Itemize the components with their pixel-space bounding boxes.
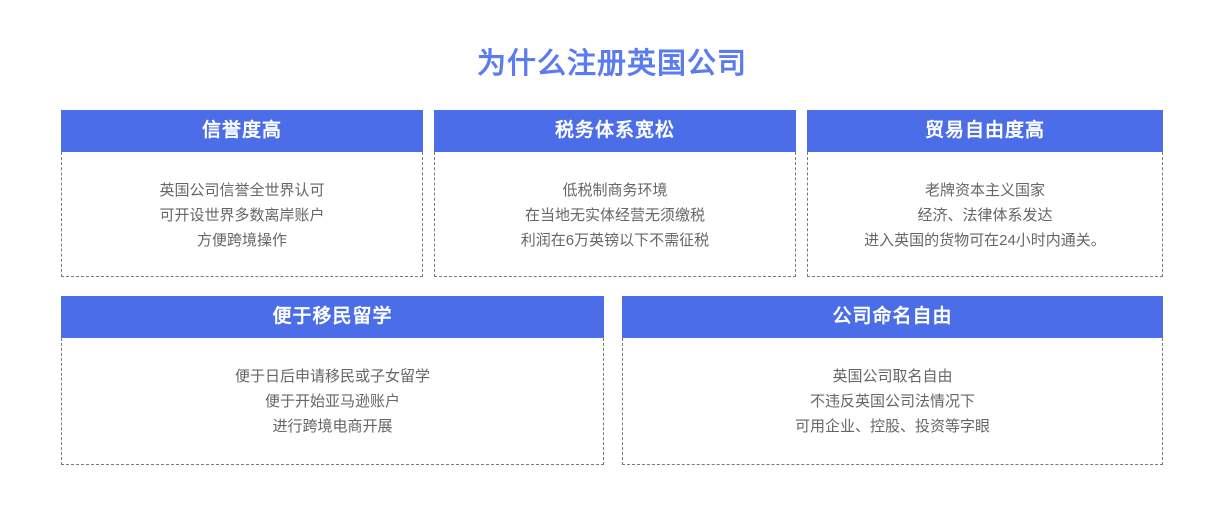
- benefit-line: 经济、法律体系发达: [917, 207, 1053, 224]
- benefit-card-trade: 贸易自由度高 老牌资本主义国家 经济、法律体系发达 进入英国的货物可在24小时内…: [806, 110, 1163, 277]
- benefit-card-header: 信誉度高: [61, 110, 423, 152]
- benefit-line: 便于日后申请移民或子女留学: [234, 368, 430, 385]
- benefit-line: 便于开始亚马逊账户: [264, 393, 400, 410]
- benefit-line: 可用企业、控股、投资等字眼: [794, 418, 990, 435]
- benefit-card-reputation: 信誉度高 英国公司信誉全世界认可 可开设世界多数离岸账户 方便跨境操作: [61, 110, 423, 277]
- benefit-card-tax: 税务体系宽松 低税制商务环境 在当地无实体经营无须缴税 利润在6万英镑以下不需征…: [433, 110, 796, 277]
- benefits-row-top: 信誉度高 英国公司信誉全世界认可 可开设世界多数离岸账户 方便跨境操作 税务体系…: [61, 110, 1163, 277]
- benefit-line: 低税制商务环境: [562, 182, 668, 199]
- benefit-line: 老牌资本主义国家: [924, 182, 1045, 199]
- benefit-card-body: 英国公司取名自由 不违反英国公司法情况下 可用企业、控股、投资等字眼: [622, 338, 1163, 465]
- benefit-card-naming: 公司命名自由 英国公司取名自由 不违反英国公司法情况下 可用企业、控股、投资等字…: [622, 296, 1163, 465]
- benefit-card-body: 老牌资本主义国家 经济、法律体系发达 进入英国的货物可在24小时内通关。: [806, 152, 1163, 277]
- benefit-line: 英国公司信誉全世界认可: [159, 182, 325, 199]
- benefit-line: 可开设世界多数离岸账户: [159, 207, 325, 224]
- benefit-card-body: 英国公司信誉全世界认可 可开设世界多数离岸账户 方便跨境操作: [61, 152, 423, 277]
- benefit-line: 英国公司取名自由: [832, 368, 953, 385]
- benefit-card-body: 便于日后申请移民或子女留学 便于开始亚马逊账户 进行跨境电商开展: [61, 338, 604, 465]
- benefit-card-immigration: 便于移民留学 便于日后申请移民或子女留学 便于开始亚马逊账户 进行跨境电商开展: [61, 296, 604, 465]
- benefits-row-bottom: 便于移民留学 便于日后申请移民或子女留学 便于开始亚马逊账户 进行跨境电商开展 …: [61, 296, 1163, 465]
- benefit-line: 进入英国的货物可在24小时内通关。: [864, 232, 1106, 249]
- benefit-card-body: 低税制商务环境 在当地无实体经营无须缴税 利润在6万英镑以下不需征税: [433, 152, 796, 277]
- benefit-card-header: 公司命名自由: [622, 296, 1163, 338]
- benefit-card-header: 便于移民留学: [61, 296, 604, 338]
- benefit-line: 方便跨境操作: [196, 232, 287, 249]
- benefit-line: 不违反英国公司法情况下: [809, 393, 975, 410]
- benefit-card-header: 贸易自由度高: [806, 110, 1163, 152]
- benefit-line: 进行跨境电商开展: [272, 418, 393, 435]
- page-title: 为什么注册英国公司: [476, 48, 747, 80]
- benefit-card-header: 税务体系宽松: [433, 110, 796, 152]
- benefit-line: 在当地无实体经营无须缴税: [524, 207, 705, 224]
- benefit-line: 利润在6万英镑以下不需征税: [520, 232, 710, 249]
